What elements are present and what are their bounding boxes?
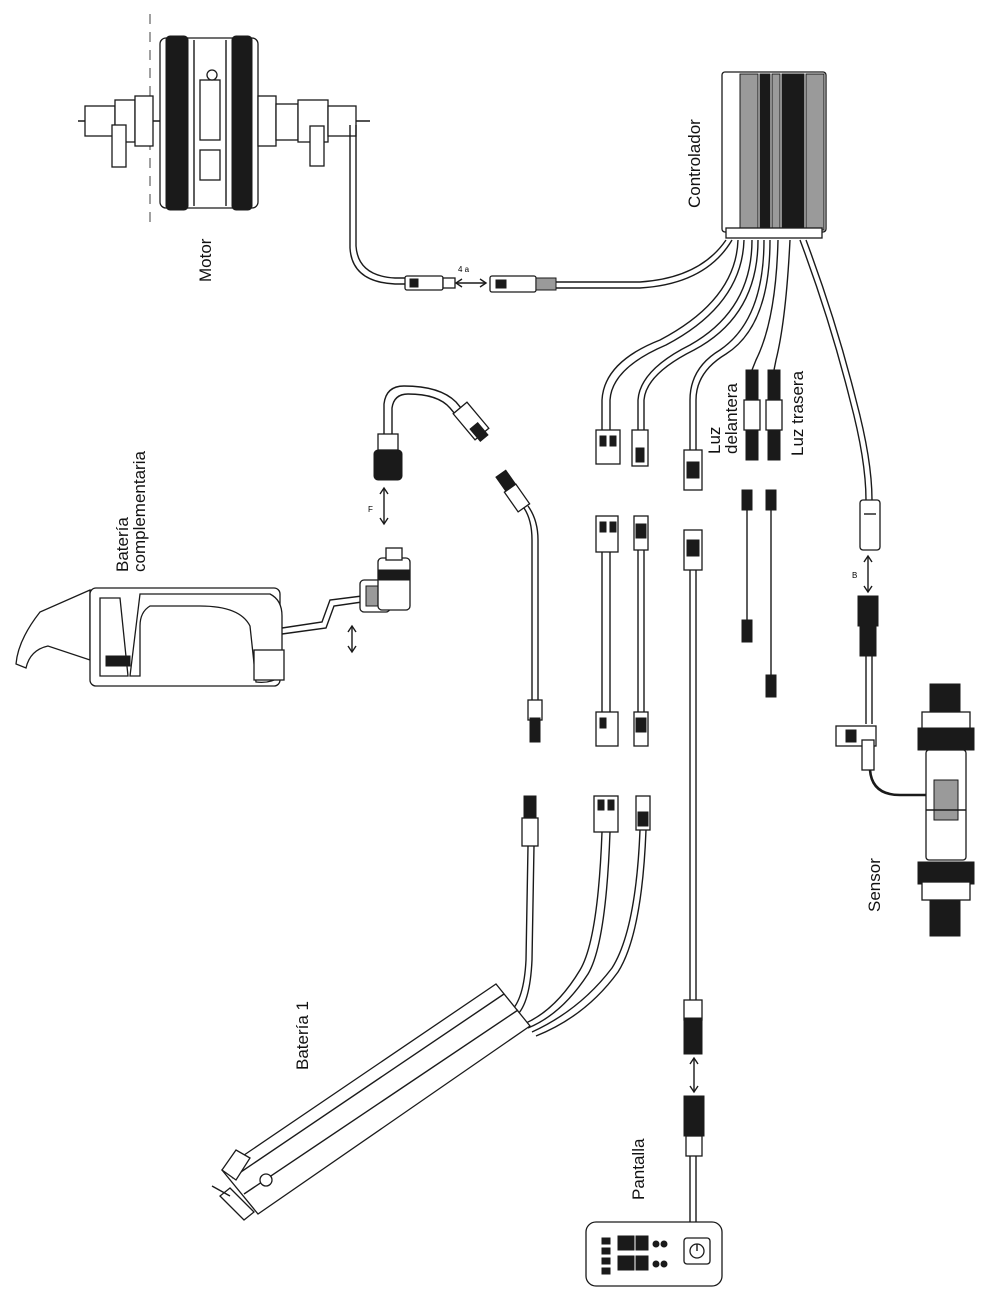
controller-label: Controlador — [685, 119, 704, 208]
svg-text:4 a: 4 a — [458, 265, 470, 274]
front-light-label-line2: delantera — [722, 383, 741, 454]
display-plug-icon — [683, 1095, 705, 1222]
light-extension-cables-icon — [741, 489, 777, 698]
sensor-connector-icon — [859, 499, 881, 551]
front-light-label-line1: Luz — [705, 426, 724, 454]
controller-box-icon — [721, 71, 827, 239]
controller-motor-connector-icon — [489, 275, 557, 293]
frame-battery-icon — [211, 983, 531, 1221]
display-connection-arrow-icon — [689, 1056, 699, 1094]
display-label: Pantalla — [629, 1138, 648, 1200]
extra-battery-label: Batería complementaria — [113, 442, 149, 572]
extra-battery-connection-arrow-icon: F — [347, 486, 389, 654]
display-unit-icon — [585, 1221, 723, 1287]
motor-connection-arrow-icon: 4 a — [454, 265, 488, 288]
hub-motor-icon — [78, 14, 370, 225]
battery1-label: Batería 1 — [293, 1001, 312, 1070]
battery-adapter-cables-icon — [595, 515, 649, 747]
battery-pack-icon — [15, 587, 363, 687]
svg-text:F: F — [368, 505, 373, 514]
front-light-label: Luz delantera — [705, 324, 741, 454]
sensor-connection-arrow-icon: B — [852, 554, 873, 594]
sensor-label: Sensor — [865, 858, 884, 912]
display-extension-cable-icon — [683, 529, 703, 1055]
rear-light-connector-icon — [765, 369, 783, 461]
controller-display-connector-icon — [683, 449, 703, 491]
svg-text:B: B — [852, 571, 857, 580]
motor-label: Motor — [196, 238, 215, 282]
bottom-bracket-sensor-icon — [835, 683, 975, 937]
battery1-connectors-icon — [521, 795, 651, 847]
front-light-connector-icon — [743, 369, 761, 461]
sensor-plug-icon — [857, 595, 879, 724]
rear-light-label: Luz trasera — [788, 370, 807, 456]
extra-battery-label-line2: complementaria — [130, 451, 149, 572]
extra-battery-label-line1: Batería — [113, 517, 132, 572]
extra-battery-cable-icon — [373, 385, 490, 481]
extra-battery-adapter-cable-icon — [495, 469, 543, 743]
extra-battery-plug-icon — [359, 547, 411, 613]
motor-connector-icon — [404, 275, 456, 291]
controller-battery-connector-icon — [595, 429, 649, 467]
